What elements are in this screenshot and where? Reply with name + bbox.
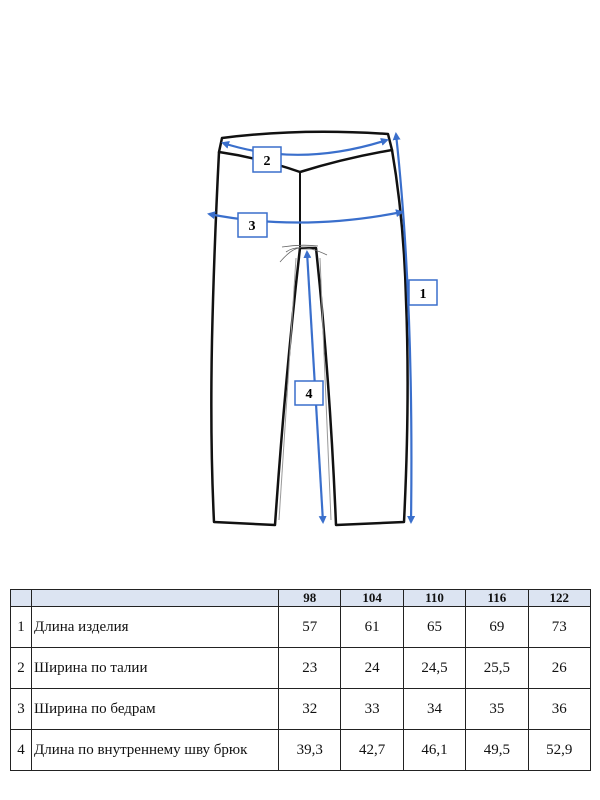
label-4: 4 — [294, 380, 324, 406]
table-row: 2 Ширина по талии 23 24 24,5 25,5 26 — [10, 647, 592, 689]
label-3: 3 — [237, 212, 268, 238]
size-122: 122 — [527, 589, 592, 607]
size-110: 110 — [402, 589, 467, 607]
table-row: 3 Ширина по бедрам 32 33 34 35 36 — [10, 688, 592, 730]
size-table: 98 104 110 116 122 1 Длина изделия 57 61… — [10, 589, 592, 771]
svg-text:4: 4 — [306, 387, 313, 402]
size-116: 116 — [465, 589, 529, 607]
table-row: 1 Длина изделия 57 61 65 69 73 — [10, 606, 592, 648]
size-104: 104 — [340, 589, 404, 607]
svg-text:1: 1 — [420, 287, 427, 302]
label-2: 2 — [252, 146, 282, 173]
measure-arrows — [207, 132, 416, 524]
svg-text:3: 3 — [249, 219, 256, 234]
pants-outline — [210, 130, 409, 527]
label-1: 1 — [408, 279, 438, 306]
table-row: 4 Длина по внутреннему шву брюк 39,3 42,… — [10, 729, 592, 771]
arrow-hips — [207, 209, 404, 224]
size-header-row: 98 104 110 116 122 — [10, 589, 592, 607]
pants-diagram: 1 2 3 4 — [207, 130, 438, 527]
size-98: 98 — [277, 589, 342, 607]
arrow-length — [392, 132, 416, 524]
svg-text:2: 2 — [264, 154, 271, 169]
arrow-waist — [221, 138, 389, 156]
